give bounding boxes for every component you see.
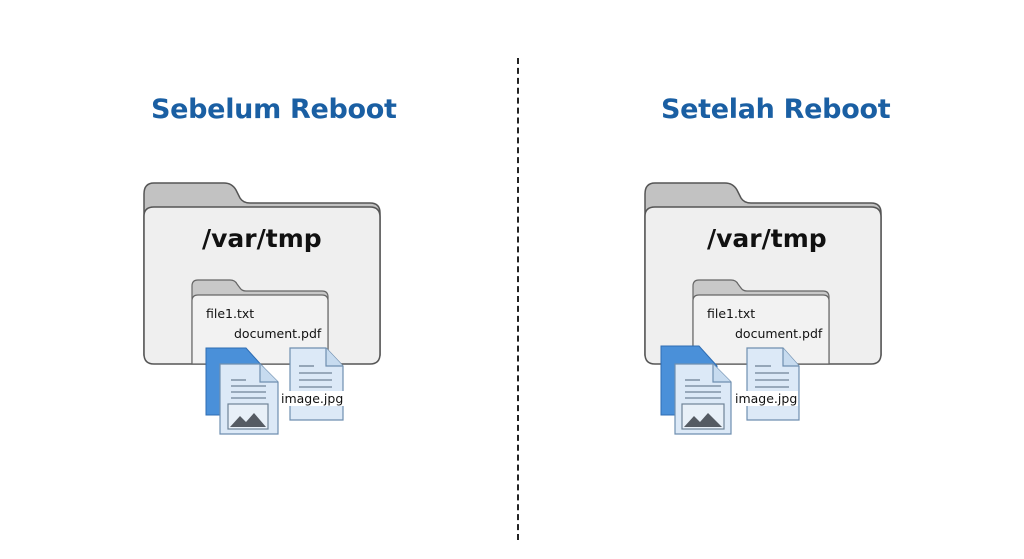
file-item: file1.txt [707,306,756,321]
file-item: file1.txt [206,306,255,321]
folder-label: /var/tmp [202,224,322,253]
image-file-label: image.jpg [280,391,345,406]
after-reboot-panel: /var/tmp file1.txt document.pdf image.jp… [643,180,893,440]
image-file-label: image.jpg [734,391,799,406]
file-item: document.pdf [735,326,823,341]
image-document-icon [660,345,732,435]
file-item: document.pdf [234,326,322,341]
subfolder-icon [692,279,830,365]
before-reboot-panel: /var/tmp file1.txt document.pdf image.jp… [142,180,392,440]
image-document-icon [205,347,279,435]
dashed-divider [517,58,519,540]
folder-label: /var/tmp [707,224,827,253]
subfolder-icon [191,279,329,365]
before-reboot-title: Sebelum Reboot [151,94,397,125]
text-document-icon [289,347,344,421]
after-reboot-title: Setelah Reboot [661,94,891,125]
